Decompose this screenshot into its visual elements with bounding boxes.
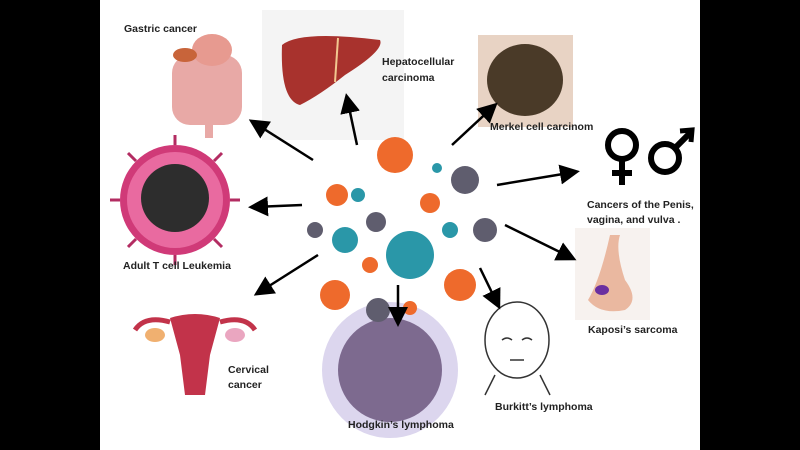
digestive-system-icon	[172, 34, 242, 138]
t-cell-icon	[110, 135, 240, 265]
label-burkitt: Burkitt’s lymphoma	[495, 401, 593, 413]
label-hodgkin: Hodgkin’s lymphoma	[348, 419, 454, 431]
label-cervical-2: cancer	[228, 379, 262, 391]
face-icon	[484, 301, 551, 396]
arrows	[248, 93, 580, 327]
label-hepatocellular-1: Hepatocellular	[382, 56, 455, 68]
label-gastric-cancer: Gastric cancer	[124, 23, 197, 35]
label-adult-t-cell: Adult T cell Leukemia	[123, 260, 231, 272]
hodgkin-cell-icon	[322, 302, 458, 438]
label-cervical-1: Cervical	[228, 364, 269, 376]
label-genital-1: Cancers of the Penis,	[587, 199, 694, 211]
merkel-lesion-icon	[487, 44, 563, 116]
label-kaposi: Kaposi’s sarcoma	[588, 324, 678, 336]
diagram-graphics	[110, 10, 695, 438]
label-hepatocellular-2: carcinoma	[382, 72, 435, 84]
virus-cluster-icon	[307, 137, 497, 322]
label-genital-2: vagina, and vulva .	[587, 214, 681, 226]
uterus-icon	[132, 314, 258, 395]
label-merkel: Merkel cell carcinom	[490, 121, 594, 133]
diagram-canvas: Gastric cancer Hepatocellular carcinoma …	[100, 0, 700, 450]
gender-symbols-icon	[605, 127, 695, 185]
liver-icon	[281, 36, 381, 105]
